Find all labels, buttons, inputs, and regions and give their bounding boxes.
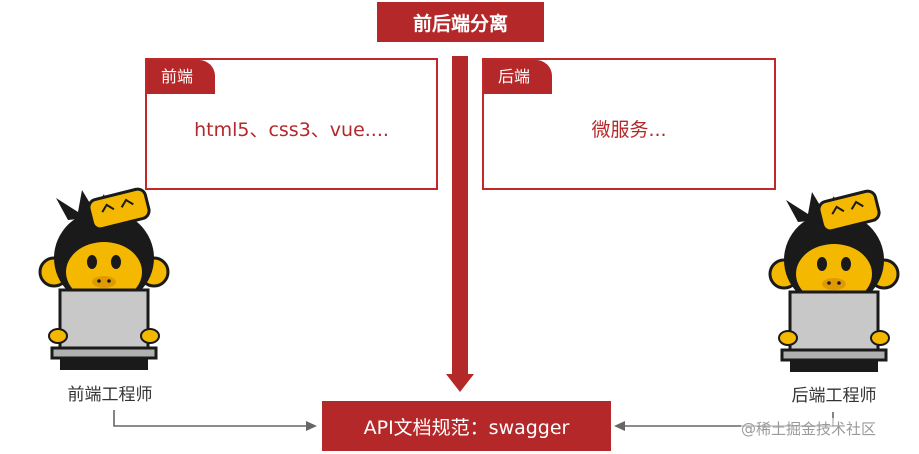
frontend-engineer-label: 前端工程师 [67, 385, 153, 405]
backend-engineer-mascot-icon [768, 189, 900, 372]
center-arrow-shaft [452, 56, 468, 376]
right-connector-arrowhead [614, 421, 625, 431]
left-connector-arrowhead [306, 421, 317, 431]
backend-tag: 后端 [484, 60, 553, 94]
frontend-engineer-mascot-icon [38, 187, 170, 370]
backend-panel: 后端 微服务... [482, 58, 776, 190]
title-box: 前后端分离 [377, 2, 544, 42]
api-doc-text: API文档规范：swagger [363, 416, 570, 439]
frontend-content: html5、css3、vue.... [194, 119, 389, 141]
center-arrow-head [446, 374, 474, 392]
backend-engineer-label: 后端工程师 [791, 386, 877, 406]
title-text: 前后端分离 [412, 12, 508, 35]
watermark: @稀土掘金技术社区 [741, 418, 877, 439]
left-connector-line [113, 410, 306, 427]
frontend-panel: 前端 html5、css3、vue.... [145, 58, 438, 190]
backend-content: 微服务... [591, 119, 667, 141]
api-doc-box: API文档规范：swagger [322, 401, 611, 451]
frontend-tag: 前端 [147, 60, 216, 94]
